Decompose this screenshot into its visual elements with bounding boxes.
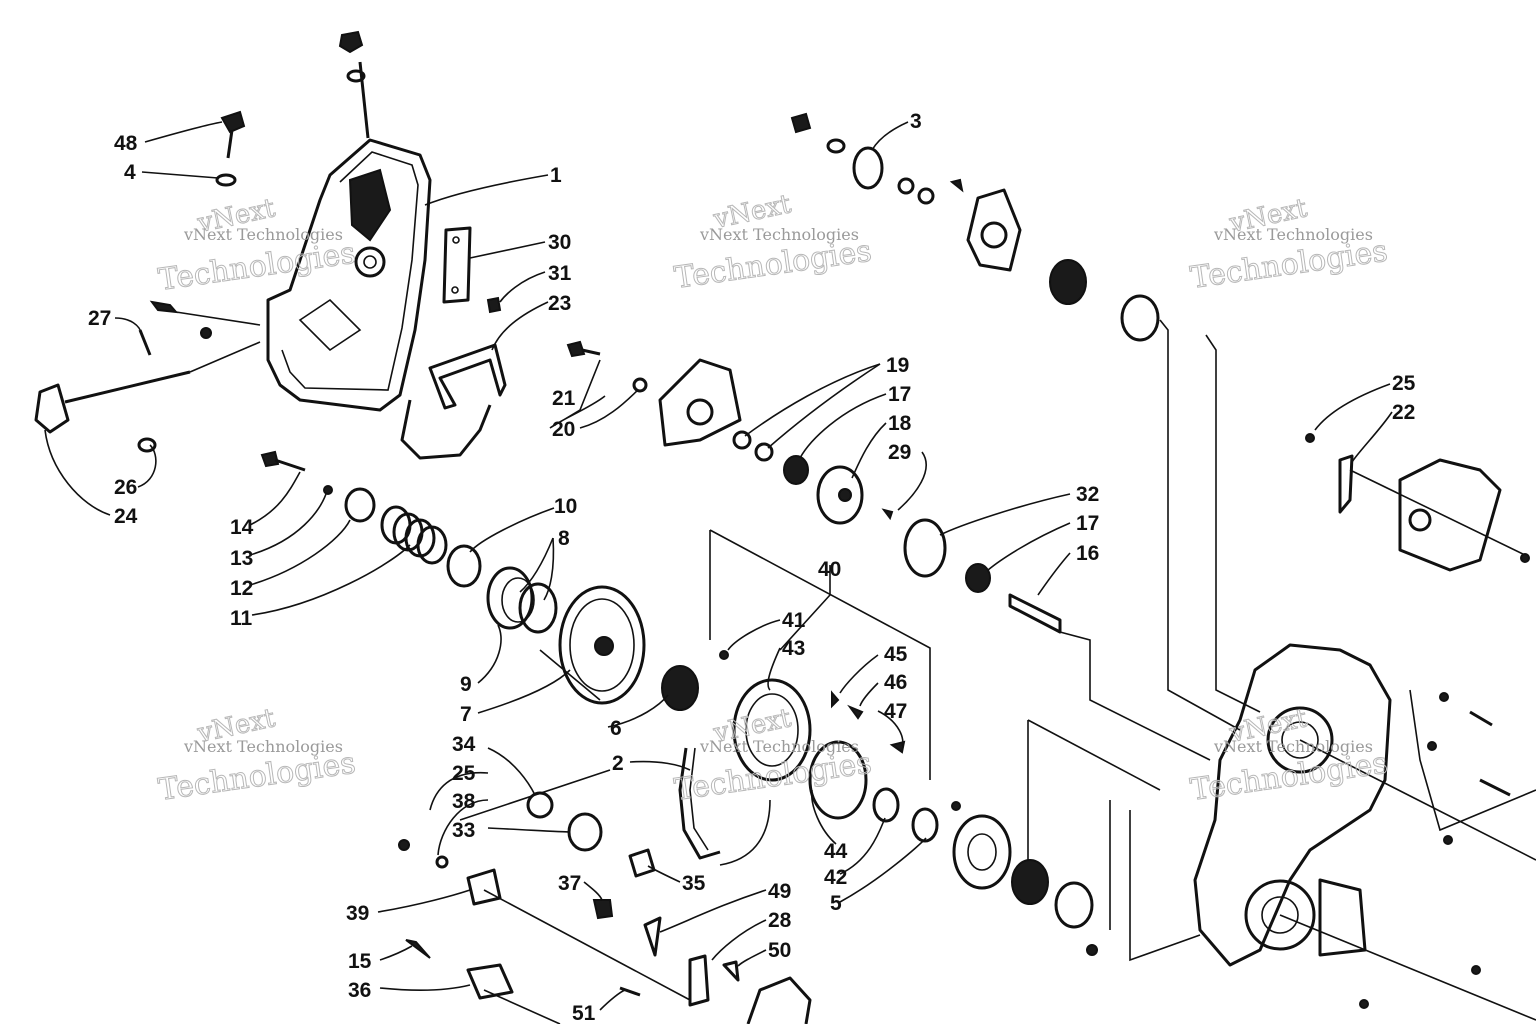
callout-31: 31 — [548, 262, 572, 285]
chaincase-housing — [1193, 643, 1536, 1021]
callout-17b: 17 — [1076, 512, 1099, 535]
callout-39: 39 — [346, 902, 369, 925]
callout-9: 9 — [460, 673, 472, 696]
callout-47: 47 — [884, 700, 907, 723]
callout-43: 43 — [782, 637, 805, 660]
callout-30: 30 — [548, 231, 571, 254]
chaincase-cover — [266, 61, 432, 412]
callout-15: 15 — [348, 950, 372, 973]
upper-shaft-parts — [566, 340, 1062, 634]
callout-19: 19 — [886, 354, 909, 377]
callout-44: 44 — [824, 840, 848, 863]
callout-29: 29 — [888, 441, 911, 464]
callout-35: 35 — [682, 872, 706, 895]
callout-numbers: 1 2 3 4 5 6 7 8 9 10 11 12 13 14 15 16 1… — [88, 110, 1416, 1024]
callout-49: 49 — [768, 880, 791, 903]
dipstick-bolt — [215, 110, 246, 187]
callout-41: 41 — [782, 609, 806, 632]
callout-21: 21 — [552, 387, 576, 410]
callout-25b: 25 — [452, 762, 476, 785]
watermark-bottom-center: vNext vNext Technologies Technologies — [672, 703, 874, 809]
cover-bolt — [338, 30, 366, 83]
right-side-cover — [1305, 433, 1530, 572]
assembly-guide-lines — [189, 319, 1536, 962]
callout-6: 6 — [610, 717, 622, 740]
callout-7: 7 — [460, 703, 472, 726]
callout-48: 48 — [114, 132, 138, 155]
callout-2: 2 — [612, 752, 624, 775]
callout-40: 40 — [818, 558, 841, 581]
callout-51: 51 — [572, 1002, 596, 1024]
callout-11: 11 — [230, 607, 253, 630]
callout-34: 34 — [452, 733, 476, 756]
callout-1: 1 — [550, 164, 562, 187]
large-sprocket — [558, 585, 699, 711]
callout-13: 13 — [230, 547, 253, 570]
watermark-top-center: vNext vNext Technologies Technologies — [672, 189, 874, 297]
callout-28: 28 — [768, 909, 792, 932]
callout-4: 4 — [124, 161, 136, 184]
callout-42: 42 — [824, 866, 847, 889]
callout-3: 3 — [910, 110, 922, 133]
callout-33: 33 — [452, 819, 475, 842]
sprocket-assembly — [719, 650, 939, 843]
callout-5: 5 — [830, 892, 842, 915]
watermark-top-left: vNext vNext Technologies Technologies — [156, 193, 358, 299]
callout-23: 23 — [548, 292, 571, 315]
callout-38: 38 — [452, 790, 476, 813]
drive-chain — [678, 747, 721, 860]
watermark-line3: Technologies — [156, 236, 357, 298]
watermark-line2: vNext Technologies — [699, 225, 859, 244]
callout-37: 37 — [558, 872, 581, 895]
callout-14: 14 — [230, 516, 254, 539]
callout-20: 20 — [552, 418, 575, 441]
watermark-bottom-left: vNext vNext Technologies Technologies — [156, 703, 358, 809]
brake-lever-shaft — [34, 300, 261, 453]
housing-bolts — [1359, 692, 1511, 1009]
callout-26: 26 — [114, 476, 137, 499]
callout-32: 32 — [1076, 483, 1099, 506]
chain-tensioner — [398, 791, 812, 1024]
watermark-line2: vNext Technologies — [1213, 225, 1373, 244]
watermark-line2: vNext Technologies — [183, 737, 343, 756]
clutch-assembly — [486, 566, 558, 634]
callout-45: 45 — [884, 643, 908, 666]
watermark-line2: vNext Technologies — [1213, 737, 1373, 756]
callout-36: 36 — [348, 979, 371, 1002]
callout-8: 8 — [558, 527, 570, 550]
callout-12: 12 — [230, 577, 253, 600]
callout-17a: 17 — [888, 383, 911, 406]
callout-22: 22 — [1392, 401, 1415, 424]
callout-18: 18 — [888, 412, 912, 435]
spring-stack — [260, 450, 482, 588]
callout-10: 10 — [554, 495, 577, 518]
leader-lines — [44, 121, 1393, 1011]
callout-27: 27 — [88, 307, 111, 330]
callout-50: 50 — [768, 939, 791, 962]
watermark-line2: vNext Technologies — [183, 225, 343, 244]
watermark-top-right: vNext vNext Technologies Technologies — [1188, 193, 1390, 297]
top-sprocket — [790, 112, 1160, 342]
callout-16: 16 — [1076, 542, 1099, 565]
brake-bracket — [400, 343, 507, 460]
callout-25a: 25 — [1392, 372, 1416, 395]
parts-drawing — [34, 30, 1536, 1024]
watermark-line2: vNext Technologies — [699, 737, 859, 756]
callout-24: 24 — [114, 505, 138, 528]
inspection-plate — [442, 226, 502, 314]
lower-shaft-parts — [951, 801, 1098, 956]
callout-46: 46 — [884, 671, 907, 694]
